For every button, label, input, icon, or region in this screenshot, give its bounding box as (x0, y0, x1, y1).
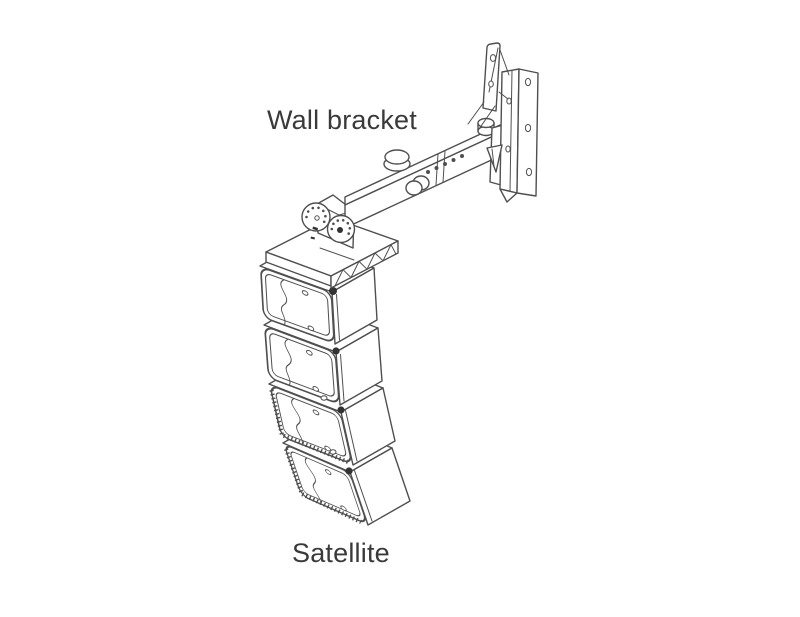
wall-bracket-label: Wall bracket (267, 105, 417, 135)
hinge-slot (310, 236, 315, 240)
plate-bottom-tab (499, 188, 518, 203)
mounting-hole (524, 77, 532, 87)
truss-webbing (334, 244, 397, 287)
strap-hole (489, 54, 497, 62)
mounting-hole (506, 97, 512, 105)
adjustment-knob (383, 149, 411, 172)
hinge-cheek-left (301, 202, 331, 232)
adjustment-hole (443, 162, 447, 166)
hinge-pivot (337, 227, 343, 233)
wall-plate (516, 68, 539, 197)
tilt-hinge-cheeks (301, 202, 356, 244)
adjustment-hole (460, 154, 464, 158)
hinge-cheek-right (326, 214, 356, 244)
screw (329, 449, 337, 455)
mounting-hole (525, 167, 533, 177)
mounting-hole (505, 145, 511, 153)
satellite-label: Satellite (292, 538, 390, 568)
rigging-bolt (345, 467, 353, 475)
telescope-seam (442, 150, 446, 183)
hinge-slot (312, 226, 318, 231)
screw (320, 395, 328, 401)
rigging-bolt (332, 347, 340, 355)
wall-flange (499, 68, 520, 194)
adapter-plate (265, 217, 399, 289)
wall-mount (467, 42, 539, 203)
mounting-hole (524, 123, 532, 133)
adjustment-hole (426, 170, 430, 174)
strap-hole (488, 80, 494, 88)
locking-knob (405, 175, 430, 196)
mounting-strap (482, 42, 501, 112)
rigging-bolt (337, 406, 345, 414)
adjustment-hole (434, 166, 439, 170)
support-gusset (486, 144, 503, 173)
rigging-bolt (329, 287, 337, 295)
adjustment-hole (451, 158, 456, 162)
